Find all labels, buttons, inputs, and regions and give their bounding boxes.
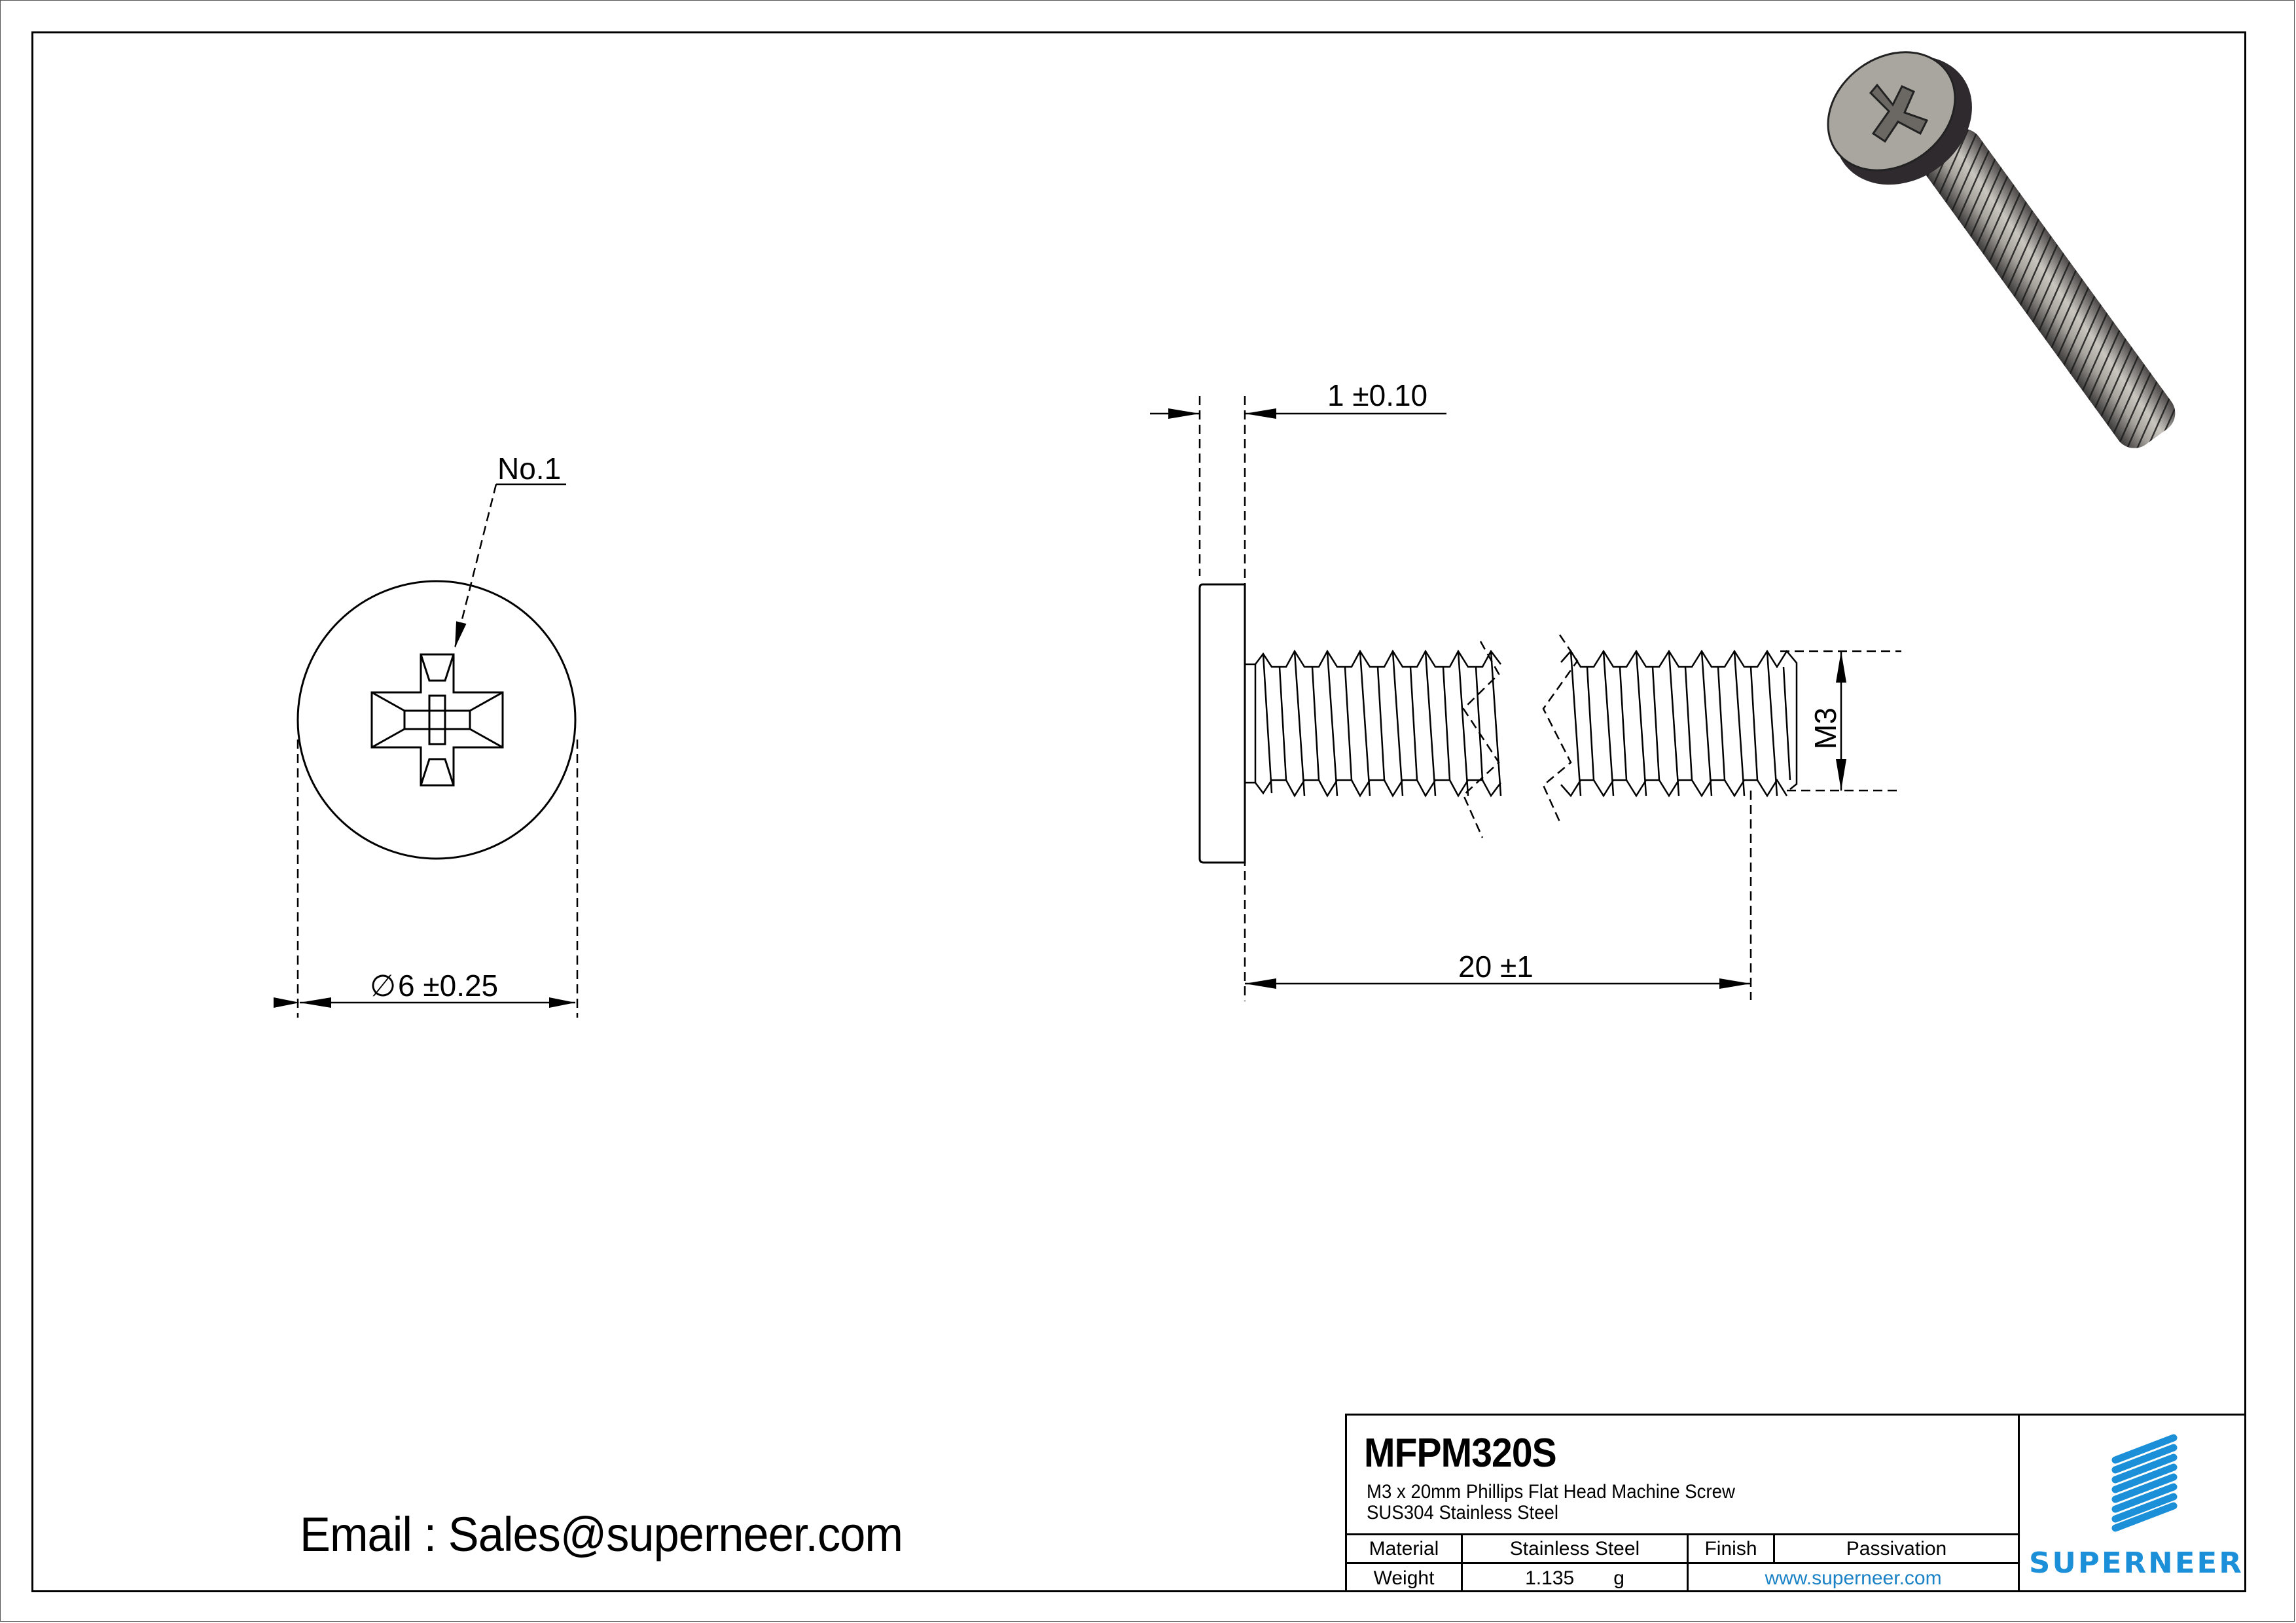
- description-line-2: SUS304 Stainless Steel: [1367, 1502, 1559, 1524]
- material-finish-row: Material Stainless Steel Finish Passivat…: [1347, 1533, 2018, 1562]
- weight-row: Weight 1.135 g www.superneer.com: [1347, 1562, 2018, 1592]
- weight-cell: 1.135 g: [1463, 1564, 1689, 1592]
- part-number: MFPM320S: [1364, 1431, 1557, 1476]
- drawing-frame: [31, 31, 2246, 1592]
- thread-size-dimension: M3: [1808, 707, 1842, 749]
- weight-unit: g: [1613, 1567, 1624, 1589]
- diameter-symbol: ∅: [370, 969, 396, 1003]
- callout-label: No.1: [497, 452, 561, 486]
- diameter-dimension: 6 ±0.25: [398, 969, 498, 1003]
- website-link[interactable]: www.superneer.com: [1765, 1567, 1942, 1589]
- brand-logo: SUPERNEER: [2020, 1416, 2244, 1590]
- description-line-1: M3 x 20mm Phillips Flat Head Machine Scr…: [1367, 1481, 1735, 1503]
- finish-value: Passivation: [1846, 1537, 1947, 1560]
- logo-wordmark: SUPERNEER: [2029, 1546, 2244, 1580]
- logo-stripes-icon: [2111, 1434, 2178, 1532]
- title-block: MFPM320S M3 x 20mm Phillips Flat Head Ma…: [1345, 1414, 2246, 1592]
- weight-label: Weight: [1347, 1564, 1463, 1592]
- iso-screw-render: [1827, 51, 2176, 448]
- phillips-recess-icon: [370, 653, 504, 787]
- contact-email: Email : Sales@superneer.com: [300, 1507, 903, 1561]
- material-label: Material: [1347, 1535, 1463, 1562]
- thread-left: [1245, 649, 1502, 798]
- finish-label: Finish: [1689, 1535, 1775, 1562]
- thread-right: [1560, 649, 1798, 798]
- top-view: No.1 ∅ 6 ±0.25: [274, 452, 579, 1018]
- length-dimension: 20 ±1: [1458, 950, 1534, 984]
- screw-head-outline: [296, 580, 577, 860]
- title-block-info: MFPM320S M3 x 20mm Phillips Flat Head Ma…: [1347, 1416, 2020, 1592]
- side-view: 1 ±0.10: [1150, 378, 1901, 1001]
- weight-value: 1.135: [1525, 1567, 1575, 1589]
- head-height-dimension: 1 ±0.10: [1327, 378, 1427, 412]
- material-value: Stainless Steel: [1463, 1535, 1689, 1562]
